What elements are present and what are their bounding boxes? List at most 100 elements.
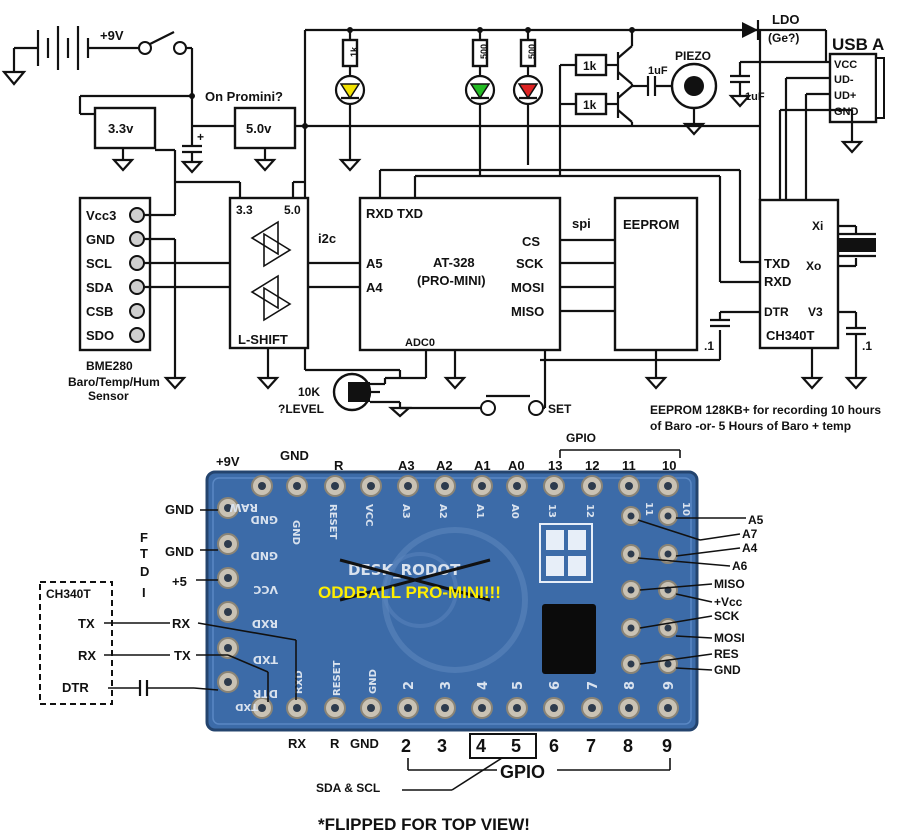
led-green: 500 xyxy=(464,27,496,175)
bme280-pin-sdo: SDO xyxy=(86,328,114,343)
usb-title: USB A xyxy=(832,35,884,54)
mcu-a4: A4 xyxy=(366,280,383,295)
silk-left-gnd2: GND xyxy=(251,549,278,562)
silk-left-gnd1: GND xyxy=(251,513,278,526)
led-yellow-res-label: 1k xyxy=(349,46,359,57)
transistor-res-2-label: 1k xyxy=(583,98,597,112)
piezo-cap-label: 1uF xyxy=(648,65,668,77)
bme280-pin-vcc3: Vcc3 xyxy=(86,208,116,223)
silk-gnd-top: GND xyxy=(290,520,301,545)
mcu-adc0: ADC0 xyxy=(405,337,435,349)
silk-vcc-top: VCC xyxy=(363,504,374,526)
right-label-a7: A7 xyxy=(742,527,758,541)
mid-label-rx: RX xyxy=(172,616,190,631)
bottom-label-9: 9 xyxy=(662,736,672,756)
board-title: ODDBALL PRO-MINI!!! xyxy=(318,583,501,602)
silk-top: RAW GND RESET VCC A3 A2 A1 A0 13 12 11 1… xyxy=(229,501,691,545)
mcu-sck: SCK xyxy=(516,256,544,271)
ch340-dtr: DTR xyxy=(764,305,789,319)
sda-scl-label: SDA & SCL xyxy=(316,781,380,795)
silk-bottom-8: 8 xyxy=(623,681,638,690)
bottom-label-8: 8 xyxy=(623,736,633,756)
ch340-box-title: CH340T xyxy=(46,587,91,601)
ch340-box-tx: TX xyxy=(78,616,95,631)
board-label-a3: A3 xyxy=(398,458,415,473)
silk-bottom-2: 2 xyxy=(402,681,417,690)
eeprom-note2: of Baro -or- 5 Hours of Baro + temp xyxy=(650,419,851,433)
board-label-13: 13 xyxy=(548,458,562,473)
silk-bottom-gnd: GND xyxy=(368,669,379,694)
ftdi-f: F xyxy=(140,530,148,545)
silk-bottom-6: 6 xyxy=(548,681,563,690)
silk-bottom-reset: RESET xyxy=(332,660,343,696)
silk-left-txd: TXD xyxy=(253,653,278,666)
usb-pin-udminus: UD- xyxy=(834,74,854,86)
mcu-miso: MISO xyxy=(511,304,544,319)
usb-cap-label: 1uF xyxy=(745,91,765,103)
mcu-rxd-txd: RXD TXD xyxy=(366,206,423,221)
board-ic xyxy=(542,604,596,674)
bottom-label-r: R xyxy=(330,736,340,751)
led-green-triangle xyxy=(469,83,491,100)
silk-bottom-7: 7 xyxy=(586,681,601,690)
led-yellow: 1k xyxy=(334,27,366,172)
right-label-a5: A5 xyxy=(748,513,764,527)
mcu-atmega328 xyxy=(358,196,562,352)
board-label-9v: +9V xyxy=(216,454,240,469)
regulator-3v3 xyxy=(93,106,157,150)
top-header-pads xyxy=(251,475,679,497)
silk-raw: RAW xyxy=(229,501,258,514)
bottom-label-gnd: GND xyxy=(350,736,379,751)
silk-13: 13 xyxy=(546,504,557,518)
cap-plus-sign: + xyxy=(197,130,204,144)
set-button xyxy=(480,394,544,416)
silk-bottom-3: 3 xyxy=(439,681,454,690)
right-label-a4: A4 xyxy=(742,541,758,555)
footer-note: *FLIPPED FOR TOP VIEW! xyxy=(318,815,530,834)
bme280-desc2: Sensor xyxy=(88,389,129,403)
mcu-a5: A5 xyxy=(366,256,383,271)
silk-10: 10 xyxy=(680,502,691,516)
left-label-5v: +5 xyxy=(172,574,187,589)
bottom-label-7: 7 xyxy=(586,736,596,756)
mid-label-tx: TX xyxy=(174,648,191,663)
bme280-pin-csb: CSB xyxy=(86,304,113,319)
battery-label: +9V xyxy=(100,28,124,43)
board-label-r-top: R xyxy=(334,458,344,473)
silk-bottom-rxd: RXD xyxy=(294,670,305,694)
pot-value: 10K xyxy=(298,385,320,399)
silk-bottom-9: 9 xyxy=(662,681,677,690)
bottom-label-5: 5 xyxy=(511,736,521,756)
piezo-label: PIEZO xyxy=(675,49,711,63)
eeprom-chip xyxy=(613,196,699,352)
bme280-pin-sda: SDA xyxy=(86,280,114,295)
silk-reset-top: RESET xyxy=(327,504,338,540)
silk-a3: A3 xyxy=(400,504,411,519)
ch340-box-dtr: DTR xyxy=(62,680,89,695)
led-green-res-label: 500 xyxy=(479,44,489,59)
right-label-gnd: GND xyxy=(714,663,741,677)
silk-bottom: TXD RXD RESET GND 2 3 4 5 6 7 8 9 xyxy=(235,660,677,712)
board-label-10: 10 xyxy=(662,458,676,473)
silk-left-vcc: VCC xyxy=(253,583,278,596)
mcu-name2: (PRO-MINI) xyxy=(417,273,486,288)
ch340-txd: TXD xyxy=(764,256,790,271)
right-label-sck: SCK xyxy=(714,609,740,623)
right-label-mosi: MOSI xyxy=(714,631,745,645)
right-label-a6: A6 xyxy=(732,559,748,573)
ldo-diode xyxy=(742,20,828,62)
silk-12: 12 xyxy=(584,504,595,518)
ch340-name: CH340T xyxy=(766,328,814,343)
ch340-rxd: RXD xyxy=(764,274,791,289)
right-label-res: RES xyxy=(714,647,739,661)
potentiometer xyxy=(332,350,482,418)
regulator-3v3-label: 3.3v xyxy=(108,121,134,136)
silk-bottom-5: 5 xyxy=(511,681,526,690)
bottom-label-4: 4 xyxy=(476,736,486,756)
ch340t-chip xyxy=(758,198,840,350)
silk-left-rxd: RXD xyxy=(252,617,278,630)
silk-a0: A0 xyxy=(509,504,520,519)
eeprom-note1: EEPROM 128KB+ for recording 10 hours xyxy=(650,403,881,417)
usb-pin-vcc: VCC xyxy=(834,59,857,71)
silk-bottom-txd: TXD xyxy=(235,701,258,712)
